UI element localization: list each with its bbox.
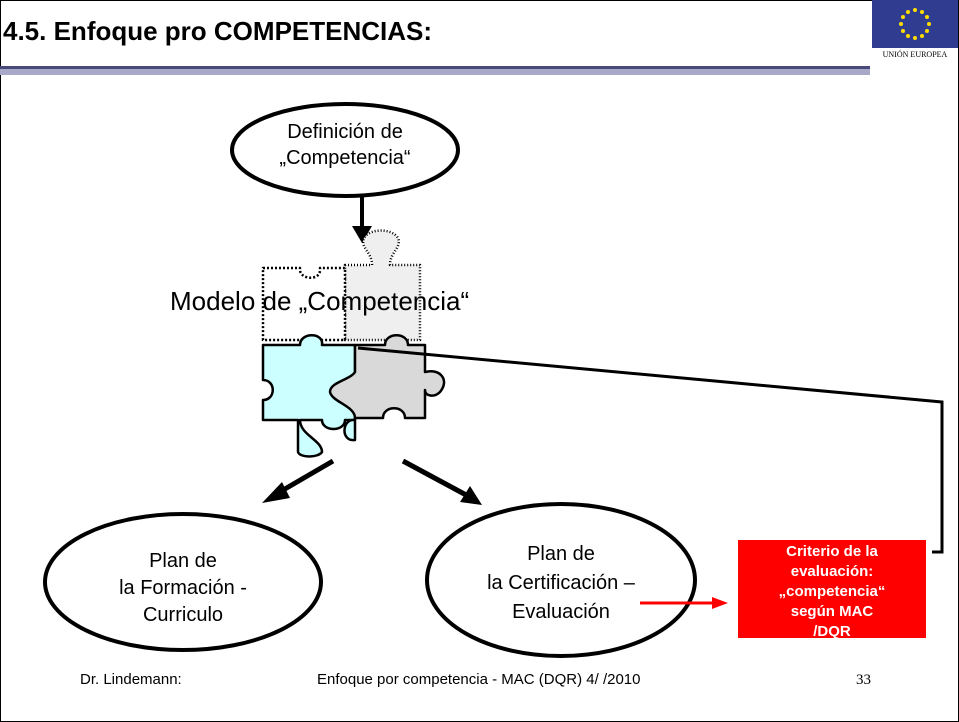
- slide-header: 4.5. Enfoque pro COMPETENCIAS: UNIÓN EUR…: [0, 0, 959, 75]
- footer-author: Dr. Lindemann:: [80, 671, 182, 688]
- criteria-line-3: „competencia“: [778, 583, 886, 600]
- criteria-line-2: evaluación:: [790, 563, 874, 580]
- right-ellipse-line-1: Plan de: [527, 543, 595, 565]
- slide-title: 4.5. Enfoque pro COMPETENCIAS:: [3, 16, 433, 46]
- top-ellipse: [230, 102, 460, 198]
- eu-flag-icon: [872, 0, 958, 48]
- left-ellipse-line-1: Plan de: [149, 550, 217, 572]
- down-arrow-icon: [352, 197, 372, 243]
- left-ellipse-line-3: Curriculo: [142, 604, 224, 626]
- right-ellipse-line-3: Evaluación: [512, 601, 610, 623]
- footer-center: Enfoque por competencia - MAC (DQR) 4/ /…: [317, 671, 641, 688]
- model-label: Modelo de „Competencia“: [170, 286, 470, 316]
- criteria-line-1: Criterio de la: [786, 543, 878, 560]
- left-ellipse-line-2: la Formación -: [119, 577, 247, 599]
- top-ellipse-text: Definición de „Competencia“: [255, 119, 435, 171]
- right-ellipse: [425, 502, 697, 658]
- page-number: 33: [856, 672, 871, 688]
- left-ellipse: [43, 512, 323, 652]
- arrow-right-icon: [401, 458, 482, 505]
- header-rule-dark: [0, 66, 870, 69]
- connector-line: [357, 346, 944, 554]
- left-ellipse-text: Plan de la Formación - Curriculo: [58, 548, 308, 629]
- criteria-line-4: según MAC: [790, 603, 874, 620]
- right-ellipse-line-2: la Certificación –: [487, 572, 635, 594]
- top-ellipse-line-2: „Competencia“: [279, 147, 411, 169]
- top-ellipse-line-1: Definición de: [287, 121, 403, 143]
- header-rule-light: [0, 69, 870, 75]
- criteria-line-5: /DQR: [813, 623, 851, 638]
- red-arrow-icon: [640, 597, 728, 609]
- right-ellipse-text: Plan de la Certificación – Evaluación: [440, 540, 682, 627]
- eu-caption: UNIÓN EUROPEA: [882, 50, 948, 59]
- arrow-left-icon: [262, 458, 335, 503]
- puzzle-icon: [261, 229, 446, 458]
- criteria-box: Criterio de la evaluación: „competencia“…: [738, 540, 926, 638]
